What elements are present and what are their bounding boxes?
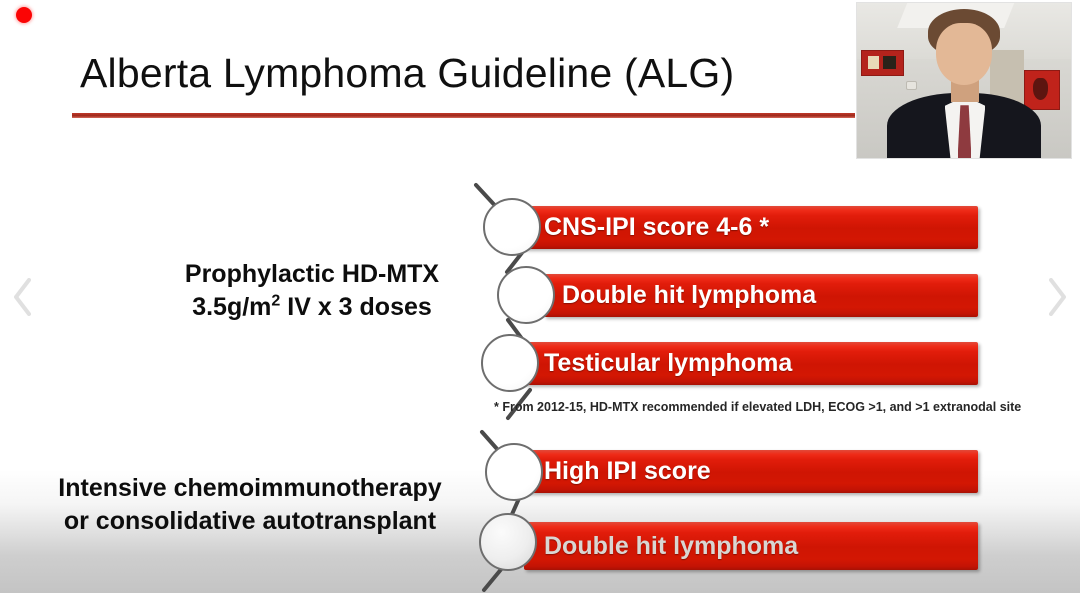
criterion-bar-label: Double hit lymphoma: [562, 281, 817, 309]
criterion-bar-label: CNS-IPI score 4-6 *: [544, 213, 770, 241]
prev-slide-chevron-icon[interactable]: [6, 272, 40, 322]
group-1-dose-pre: 3.5g/m: [192, 292, 272, 321]
video-presenter-face: [936, 23, 992, 86]
criterion-bar-cns-ipi[interactable]: CNS-IPI score 4-6 *: [524, 206, 978, 249]
chain-node: [497, 266, 555, 324]
criterion-bar-high-ipi[interactable]: High IPI score: [524, 450, 978, 493]
criterion-bar-label: Double hit lymphoma: [544, 531, 799, 560]
recording-indicator-dot: [16, 7, 32, 23]
criterion-bar-label: Testicular lymphoma: [544, 349, 793, 377]
chain-node: [479, 513, 537, 571]
group-1-label-line-1: Prophylactic HD-MTX: [184, 260, 440, 288]
group-2-label-line-1: Intensive chemoimmunotherapy: [58, 474, 442, 502]
video-presenter-tie: [957, 105, 972, 158]
criterion-bar-testicular[interactable]: Testicular lymphoma: [524, 342, 978, 385]
video-wall-art-left: [861, 49, 905, 76]
footnote-text: * From 2012-15, HD-MTX recommended if el…: [494, 400, 1022, 414]
video-wall-switch: [906, 80, 917, 90]
group-1-dose-superscript: 2: [271, 292, 281, 310]
criterion-bar-double-hit-lower[interactable]: Double hit lymphoma: [524, 522, 978, 570]
video-wall-art-right: [1023, 69, 1061, 110]
group-2-label-line-2: or consolidative autotransplant: [63, 506, 437, 535]
next-slide-chevron-icon[interactable]: [1040, 272, 1074, 322]
chain-node: [485, 443, 543, 501]
criterion-bar-label: High IPI score: [544, 457, 711, 485]
criterion-bar-double-hit-upper[interactable]: Double hit lymphoma: [544, 274, 978, 317]
group-1-dose-post: IV x 3 doses: [280, 292, 432, 321]
chain-node: [481, 334, 539, 392]
group-2-label: Intensive chemoimmunotherapy or consolid…: [20, 472, 480, 537]
chain-node: [483, 198, 541, 256]
title-underline-rule: [72, 113, 855, 118]
presenter-video-tile[interactable]: [856, 2, 1072, 159]
group-1-label: Prophylactic HD-MTX 3.5g/m2 IV x 3 doses: [132, 258, 492, 323]
page-title: Alberta Lymphoma Guideline (ALG): [80, 50, 735, 96]
group-1-label-line-2: 3.5g/m2 IV x 3 doses: [132, 291, 492, 324]
